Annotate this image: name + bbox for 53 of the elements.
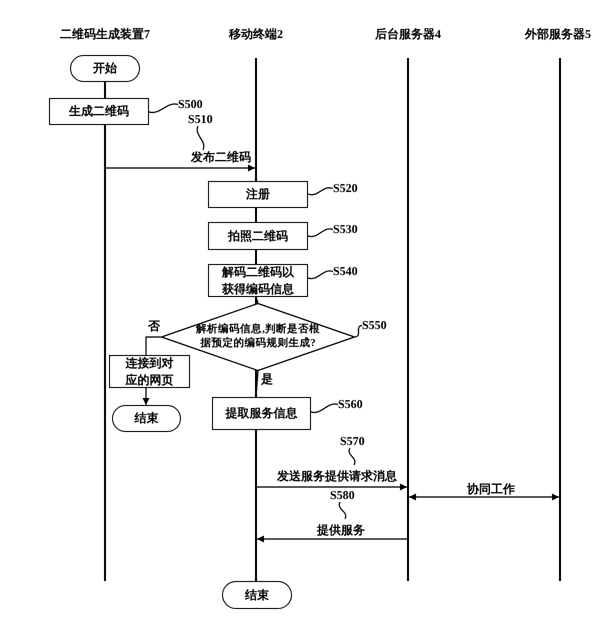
connector-line bbox=[255, 430, 257, 581]
lifeline bbox=[559, 58, 561, 581]
lifeline bbox=[407, 58, 409, 581]
process-box: 生成二维码 bbox=[49, 98, 149, 125]
process-box: 解码二维码以获得编码信息 bbox=[208, 264, 308, 297]
connector-line bbox=[255, 370, 259, 398]
step-number: S560 bbox=[338, 398, 363, 410]
step-number: S530 bbox=[333, 223, 358, 235]
lane-header: 后台服务器4 bbox=[374, 28, 442, 40]
process-box: 注册 bbox=[208, 181, 308, 208]
process-box: 提取服务信息 bbox=[212, 397, 311, 430]
leader-line bbox=[348, 448, 356, 466]
arrow bbox=[257, 484, 407, 490]
double-arrow bbox=[409, 494, 559, 500]
edge-label: 发送服务提供请求消息 bbox=[276, 470, 398, 482]
leader-line bbox=[308, 187, 334, 196]
process-box: 拍照二维码 bbox=[208, 222, 308, 250]
edge-label: 否 bbox=[147, 320, 161, 332]
step-number: S520 bbox=[333, 182, 358, 194]
leader-line bbox=[308, 270, 334, 280]
arrow bbox=[257, 536, 407, 542]
step-number: S540 bbox=[333, 265, 358, 277]
step-number: S570 bbox=[340, 435, 365, 447]
leader-line bbox=[308, 228, 334, 238]
step-number: S500 bbox=[178, 98, 203, 110]
lane-header: 二维码生成装置7 bbox=[59, 28, 151, 40]
process-box: 连接到对应的网页 bbox=[109, 355, 190, 388]
lifeline bbox=[104, 82, 106, 581]
leader-line bbox=[196, 126, 204, 150]
lane-header: 移动终端2 bbox=[228, 28, 284, 40]
lane-header: 外部服务器5 bbox=[524, 28, 592, 40]
arrow bbox=[142, 388, 150, 405]
connector-line bbox=[104, 82, 106, 98]
connector-line bbox=[145, 336, 161, 355]
terminal-box: 结束 bbox=[112, 405, 181, 432]
connector-line bbox=[255, 208, 257, 222]
leader-line bbox=[148, 103, 178, 114]
leader-line bbox=[310, 403, 338, 414]
edge-label: 提供服务 bbox=[316, 524, 366, 536]
edge-label: 发布二维码 bbox=[190, 151, 252, 163]
leader-line bbox=[354, 324, 362, 338]
edge-label: 协同工作 bbox=[466, 483, 516, 495]
step-number: S510 bbox=[188, 113, 213, 125]
edge-label: 是 bbox=[260, 373, 274, 385]
leader-line bbox=[338, 502, 346, 520]
connector-line bbox=[255, 296, 259, 304]
terminal-box: 开始 bbox=[70, 55, 140, 82]
connector-line bbox=[255, 250, 257, 264]
step-number: S550 bbox=[362, 319, 387, 331]
step-number: S580 bbox=[330, 489, 355, 501]
terminal-box: 结束 bbox=[222, 581, 292, 609]
decision-text: 解析编码信息,判断是否根据预定的编码规则生成? bbox=[194, 323, 321, 351]
arrow bbox=[106, 164, 255, 172]
